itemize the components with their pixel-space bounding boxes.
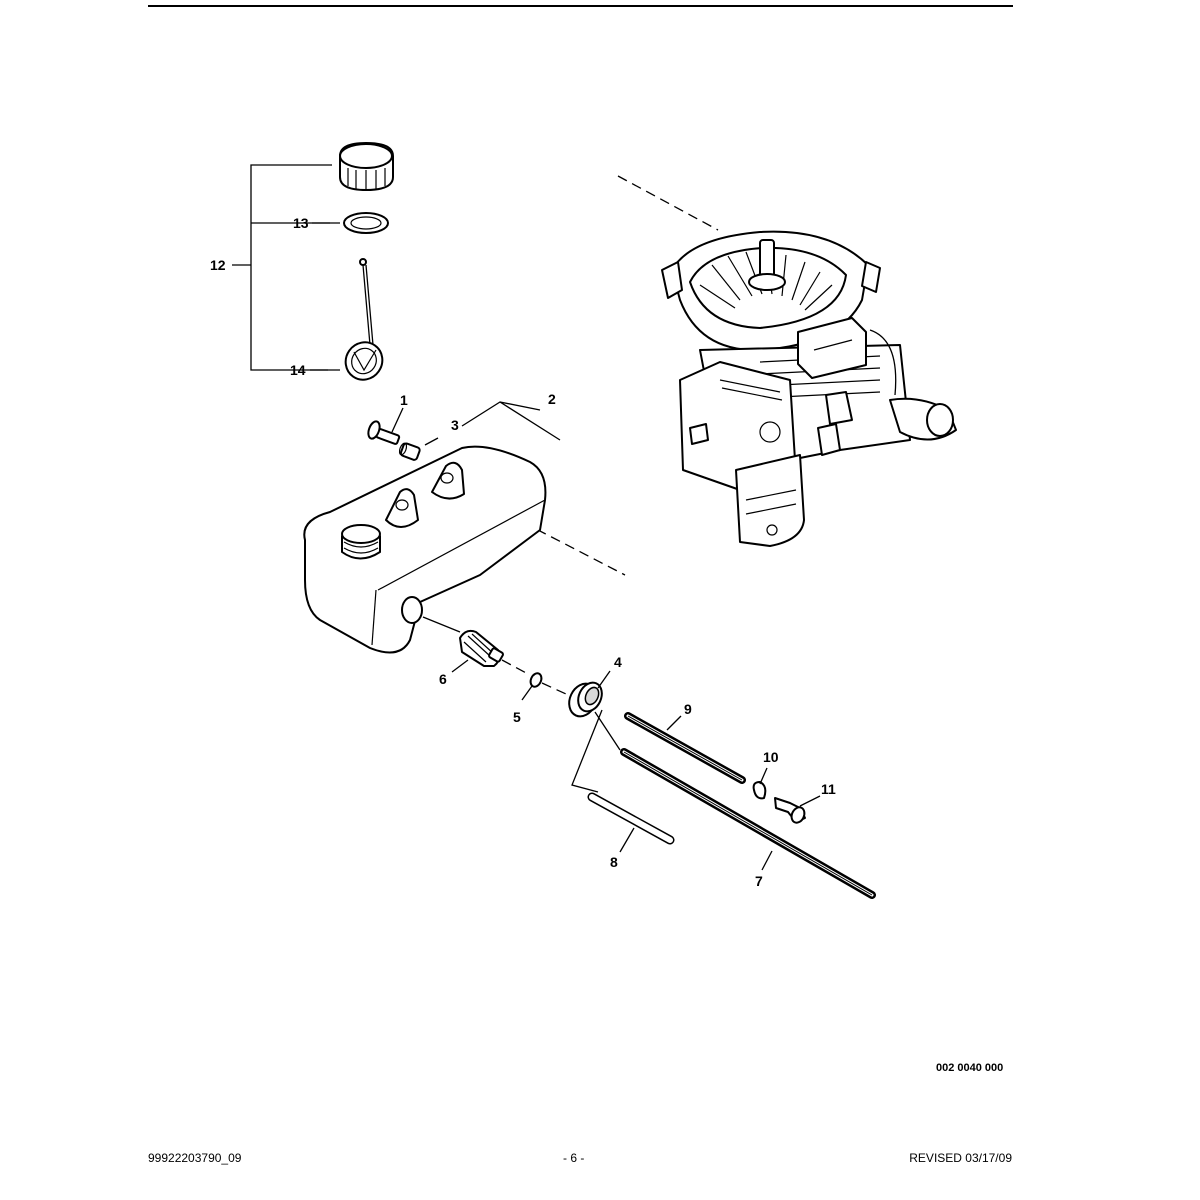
callout-14: 14 <box>290 362 306 378</box>
page-number: - 6 - <box>563 1151 585 1165</box>
fuel-pickup-tube <box>587 792 675 845</box>
dipstick <box>344 258 384 381</box>
cap-gasket <box>343 212 389 234</box>
callout-13: 13 <box>293 215 309 231</box>
document-number: 99922203790_09 <box>148 1151 242 1165</box>
callout-2: 2 <box>548 391 556 407</box>
grommet-leader <box>571 709 621 793</box>
o-ring <box>529 672 543 688</box>
callout-3: 3 <box>451 417 459 433</box>
fuel-filter <box>459 629 504 667</box>
leader-3-a <box>424 437 439 446</box>
callout-4: 4 <box>614 654 622 670</box>
revised-date: REVISED 03/17/09 <box>909 1151 1012 1165</box>
callout-10: 10 <box>763 749 779 765</box>
callout-12: 12 <box>210 257 226 273</box>
fuel-tank <box>303 445 626 654</box>
grommet <box>568 681 603 718</box>
leader-1 <box>391 407 404 433</box>
fitting <box>774 797 806 824</box>
callout-9: 9 <box>684 701 692 717</box>
callout-11: 11 <box>821 781 836 797</box>
top-rule <box>148 5 1013 7</box>
drawing-number: 002 0040 000 <box>936 1062 1004 1074</box>
engine <box>617 175 957 547</box>
clamp <box>752 781 767 800</box>
callout-7: 7 <box>755 873 763 889</box>
callout-5: 5 <box>513 709 521 725</box>
fuel-line-long <box>620 748 876 899</box>
spacer <box>398 442 421 461</box>
callout-1: 1 <box>400 392 408 408</box>
screw <box>367 420 401 445</box>
fuel-cap-assembly <box>232 142 394 381</box>
callout-6: 6 <box>439 671 447 687</box>
callout-8: 8 <box>610 854 618 870</box>
leader-2-bracket <box>461 401 561 441</box>
fuel-cap <box>339 142 394 191</box>
fuel-line-short <box>624 712 746 784</box>
